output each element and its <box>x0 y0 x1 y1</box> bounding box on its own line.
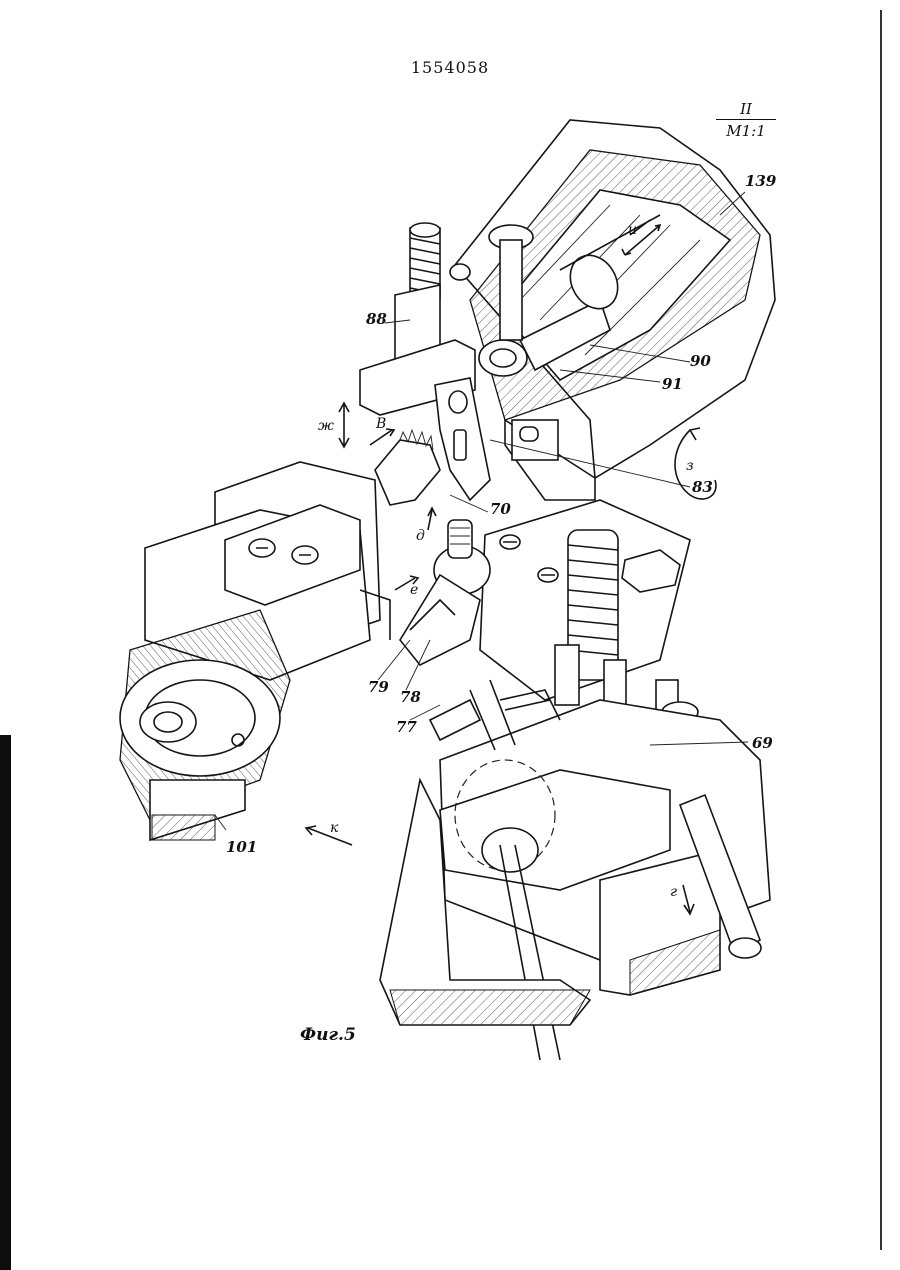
motion-label-z: з <box>686 458 694 474</box>
gear-disc-101 <box>120 610 290 840</box>
callout-70: 70 <box>490 500 511 518</box>
motion-label-k: к <box>330 820 338 836</box>
motion-label-zh: ж <box>318 418 334 434</box>
callout-78: 78 <box>400 688 421 706</box>
motion-label-g: г <box>670 884 677 900</box>
callout-139: 139 <box>745 172 776 190</box>
callout-83: 83 <box>692 478 713 496</box>
callout-79: 79 <box>368 678 389 696</box>
motion-label-i: и <box>628 222 637 238</box>
callout-90: 90 <box>690 352 711 370</box>
figure-caption: Фиг.5 <box>300 1025 356 1045</box>
cutter-tool <box>375 430 440 505</box>
motion-label-e: е <box>410 582 418 598</box>
callout-77: 77 <box>396 718 417 736</box>
motion-label-v: В <box>376 416 386 432</box>
motion-label-d: д <box>416 528 425 544</box>
callout-91: 91 <box>662 375 683 393</box>
callout-88: 88 <box>366 310 387 328</box>
callout-69: 69 <box>752 734 773 752</box>
callout-101: 101 <box>226 838 257 856</box>
